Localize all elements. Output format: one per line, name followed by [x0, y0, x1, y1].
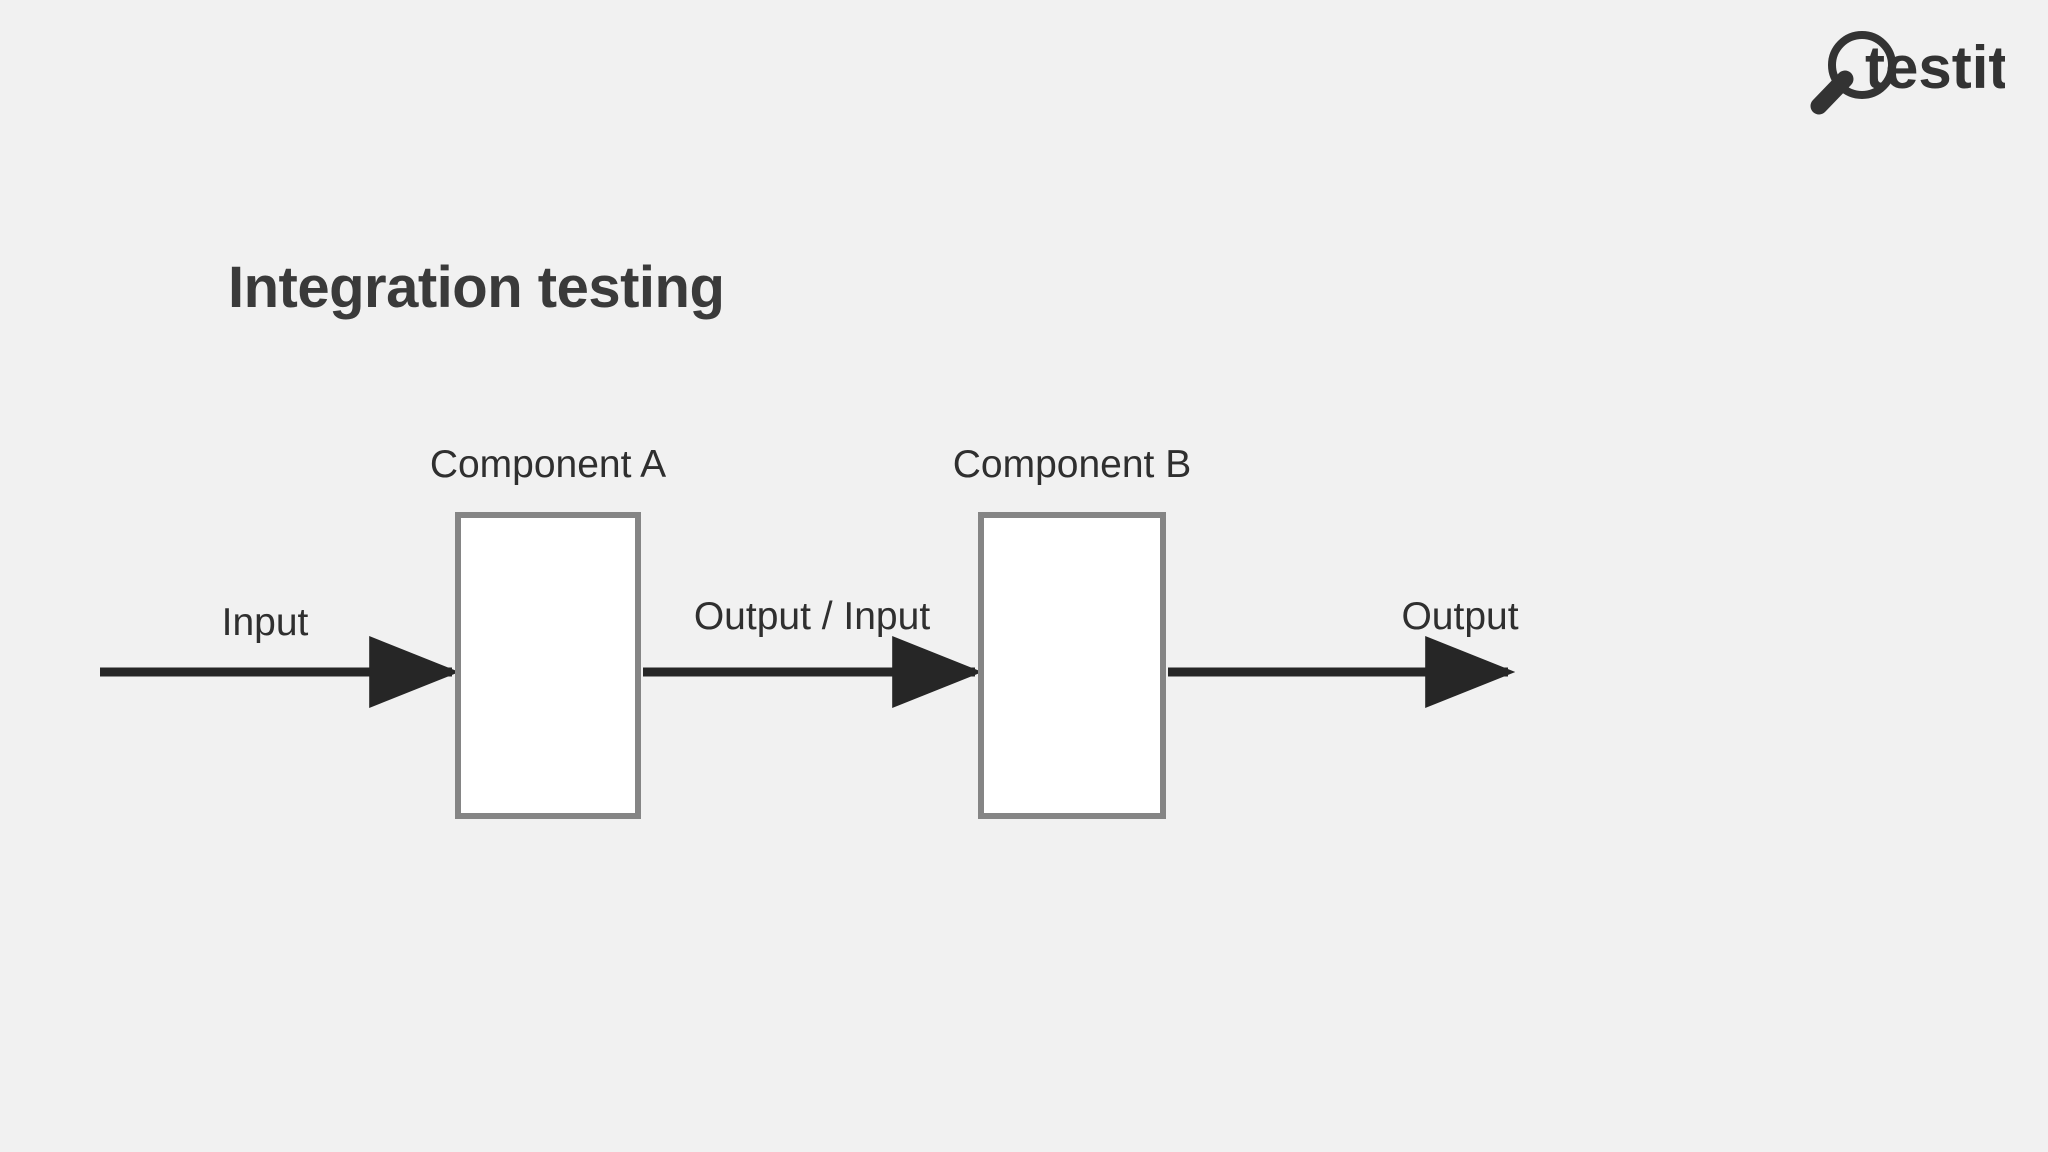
testit-logo: testit: [1805, 22, 2008, 117]
magnifying-glass-icon: [1810, 31, 1896, 115]
logo-wordmark: testit: [1865, 34, 2005, 101]
arrow-label-input: Input: [221, 601, 309, 644]
page-title: Integration testing: [228, 255, 725, 320]
component-a-caption: Component A: [429, 443, 667, 486]
arrow-label-output-input: Output / Input: [693, 595, 931, 638]
arrow-label-output: Output: [1401, 595, 1519, 638]
component-b-box: [978, 512, 1166, 819]
component-b-caption: Component B: [952, 443, 1192, 486]
component-a-box: [455, 512, 641, 819]
